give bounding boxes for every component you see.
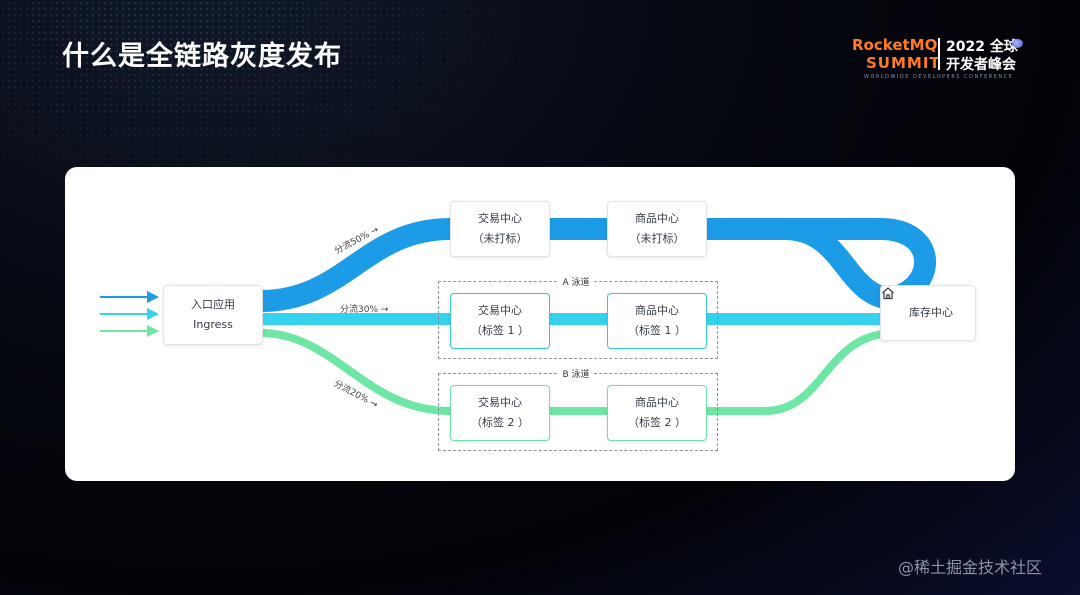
dot-pattern-decoration (0, 0, 560, 200)
node-ingress-line2: Ingress (193, 318, 233, 331)
node-trade-tag1-line1: 交易中心 (478, 304, 522, 317)
logo-divider (938, 38, 940, 70)
node-goods-untagged-line2: （未打标） (629, 232, 685, 245)
node-goods-untagged-line1: 商品中心 (635, 212, 679, 225)
node-inventory-label: 库存中心 (909, 306, 953, 319)
entry-arrow-cyan (100, 308, 159, 320)
lane-a-label: A 泳道 (558, 275, 594, 288)
node-goods-tag2: 商品中心 （标签 2 ） (607, 385, 707, 441)
node-goods-tag1: 商品中心 （标签 1 ） (607, 293, 707, 349)
node-trade-untagged-line2: （未打标） (472, 232, 528, 245)
slide-title: 什么是全链路灰度发布 (62, 41, 342, 72)
node-inventory-row: 库存中心 (882, 287, 953, 323)
node-trade-tag1: 交易中心 （标签 1 ） (450, 293, 550, 349)
planet-icon (1012, 39, 1023, 48)
logo-conference-line: 开发者峰会 (946, 57, 1016, 73)
node-trade-tag2-line2: （标签 2 ） (471, 416, 529, 429)
logo-brand-line1: RocketMQ (852, 36, 938, 54)
node-ingress: 入口应用 Ingress (163, 285, 263, 345)
logo-tagline: WORLDWIDE DEVELOPERS CONFERENCE (864, 74, 1014, 80)
entry-arrow-green (100, 325, 159, 337)
node-goods-tag1-line2: （标签 1 ） (628, 324, 686, 337)
node-trade-tag2-line1: 交易中心 (478, 396, 522, 409)
node-ingress-line1: 入口应用 (191, 298, 235, 311)
flow-label-cyan: 分流30% → (340, 305, 389, 315)
flow-path-green (260, 329, 896, 415)
node-trade-untagged-line1: 交易中心 (478, 212, 522, 225)
node-trade-tag1-line2: （标签 1 ） (471, 324, 529, 337)
node-goods-tag2-line2: （标签 2 ） (628, 416, 686, 429)
flow-path-blue (260, 218, 936, 312)
diagram-card: A 泳道 B 泳道 分流50% → 分流30% → 分流20% → 入口应用 I… (65, 167, 1015, 481)
node-trade-untagged: 交易中心 （未打标） (450, 201, 550, 257)
flow-diagram-svg (100, 218, 936, 415)
node-trade-tag2: 交易中心 （标签 2 ） (450, 385, 550, 441)
summit-logo: RocketMQ SUMMIT 2022 全球 开发者峰会 WORLDWIDE … (852, 36, 1042, 82)
entry-arrow-blue (100, 291, 159, 303)
lane-b-label: B 泳道 (558, 367, 594, 380)
logo-year-line: 2022 全球 (946, 39, 1018, 55)
node-goods-tag2-line1: 商品中心 (635, 396, 679, 409)
node-goods-tag1-line1: 商品中心 (635, 304, 679, 317)
watermark: @稀土掘金技术社区 (898, 558, 1043, 577)
flow-path-blue-end (705, 218, 896, 310)
node-inventory: 库存中心 (880, 285, 976, 341)
node-goods-untagged: 商品中心 （未打标） (607, 201, 707, 257)
logo-brand-line2: SUMMIT (866, 54, 941, 72)
